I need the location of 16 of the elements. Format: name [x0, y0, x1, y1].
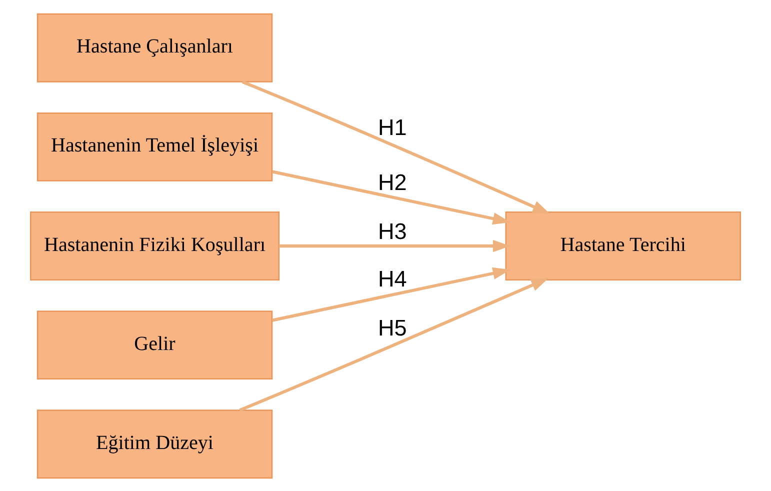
edge-label: H3: [378, 218, 407, 244]
node-box: Hastanenin Fiziki Koşulları: [30, 211, 280, 280]
node-box: Hastane Çalışanları: [36, 12, 273, 82]
arrow: [239, 278, 549, 412]
arrow: [272, 266, 510, 322]
node-box: Hastanenin Temel İşleyişi: [36, 112, 273, 181]
node-box: Gelir: [36, 310, 273, 380]
edge-label: H2: [378, 170, 407, 195]
arrow: [279, 239, 511, 252]
edge-label: H5: [378, 315, 407, 340]
edge-label: H4: [378, 266, 407, 292]
arrow: [272, 170, 510, 224]
edge-label: H1: [378, 114, 407, 140]
node-box: Eğitim Düzeyi: [36, 409, 273, 478]
node-box: Hastane Tercihi: [505, 211, 741, 280]
arrow: [242, 80, 550, 214]
